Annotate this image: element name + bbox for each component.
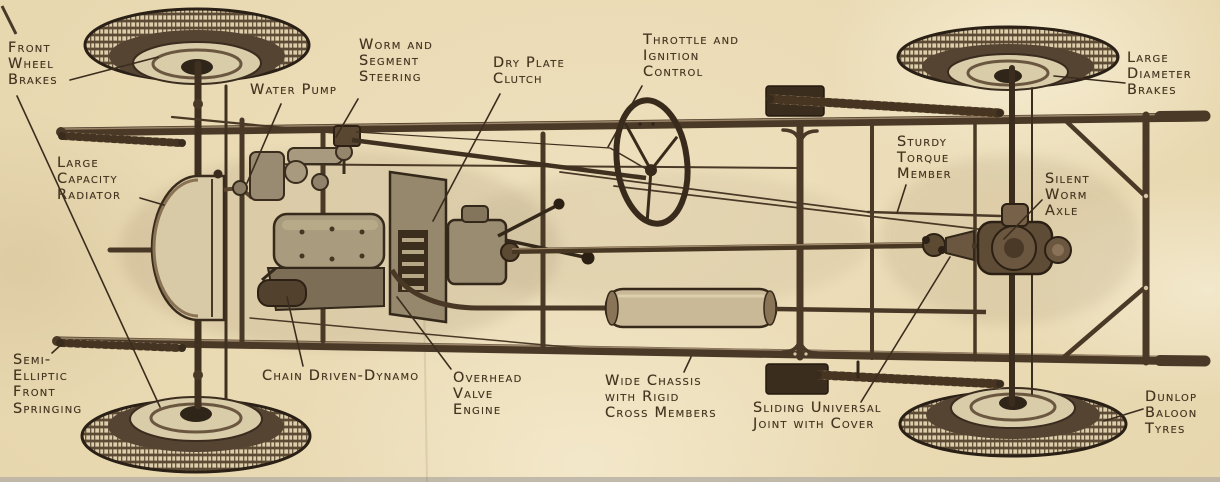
label-front-wheel-brakes: Front Wheel Brakes [8,40,58,89]
label-dry-plate-clutch: Dry Plate Clutch [493,55,566,88]
label-large-capacity-radiator: Large Capacity Radiator [57,155,122,204]
label-throttle-and-ignition-control: Throttle and Ignition Control [643,32,740,81]
rear-wheel-bottom [898,387,1128,458]
label-chain-driven-dynamo: Chain Driven-Dynamo [262,368,420,384]
label-wide-chassis-cross-members: Wide Chassis with Rigid Cross Members [605,373,717,422]
label-overhead-valve-engine: Overhead Valve Engine [453,370,523,419]
label-silent-worm-axle: Silent Worm Axle [1045,171,1090,220]
front-axle-and-springs [56,60,350,410]
label-semi-elliptic-front-springing: Semi- Elliptic Front Springing [13,352,83,417]
dynamo [257,279,307,307]
rear-axle-differential [766,65,1072,407]
gearbox [446,218,508,286]
label-large-diameter-brakes: Large Diameter Brakes [1127,50,1192,99]
radiator [150,169,254,322]
label-water-pump: Water Pump [250,82,338,98]
label-dunlop-baloon-tyres: Dunlop Baloon Tyres [1145,389,1198,438]
steering-wheel [613,97,691,227]
label-sliding-universal-joint: Sliding Universal Joint with Cover [753,400,882,433]
steering [333,97,691,227]
label-sturdy-torque-member: Sturdy Torque Member [897,134,952,183]
rear-wheel-top [896,25,1120,91]
front-wheel-bottom [80,396,312,474]
label-worm-and-segment-steering: Worm and Segment Steering [359,37,434,86]
steering-box [333,125,361,147]
leader-lines [16,56,1144,422]
muffler [389,268,987,329]
propeller-shaft [511,229,990,262]
